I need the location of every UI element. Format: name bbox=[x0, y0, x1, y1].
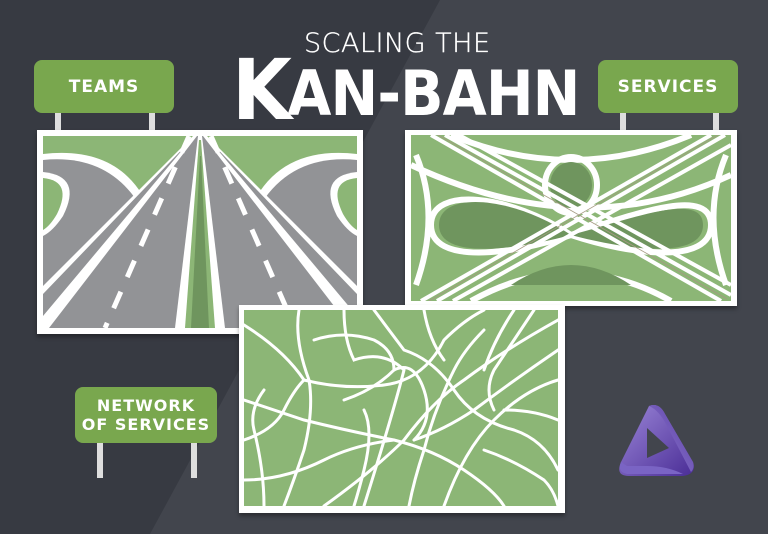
logo-icon bbox=[619, 405, 694, 476]
purple-triangle-logo bbox=[617, 404, 695, 482]
teams-sign-post-left bbox=[55, 112, 61, 132]
title-initial: K bbox=[232, 41, 292, 139]
network-sign-line-2: OF SERVICES bbox=[81, 415, 211, 434]
services-sign-label: SERVICES bbox=[617, 76, 719, 97]
network-illustration bbox=[244, 310, 558, 506]
network-panel bbox=[239, 305, 565, 513]
teams-sign-post-right bbox=[149, 112, 155, 132]
network-sign-post-left bbox=[97, 442, 103, 478]
teams-sign-label: TEAMS bbox=[68, 76, 140, 97]
title-rest: AN-BAHN bbox=[287, 57, 580, 130]
network-sign-post-right bbox=[191, 442, 197, 478]
services-sign: SERVICES bbox=[598, 60, 738, 113]
services-sign-post-left bbox=[620, 112, 626, 132]
highway-panel bbox=[37, 130, 363, 334]
highway-illustration bbox=[43, 136, 357, 328]
network-sign-line-1: NETWORK bbox=[96, 396, 196, 415]
interchange-illustration bbox=[411, 135, 731, 301]
network-of-services-sign: NETWORK OF SERVICES bbox=[75, 387, 217, 443]
title-line-2: KAN-BAHN bbox=[232, 48, 580, 132]
interchange-panel bbox=[405, 130, 737, 306]
teams-sign: TEAMS bbox=[34, 60, 174, 113]
title-line-1: SCALING THE bbox=[304, 28, 491, 59]
services-sign-post-right bbox=[713, 112, 719, 132]
